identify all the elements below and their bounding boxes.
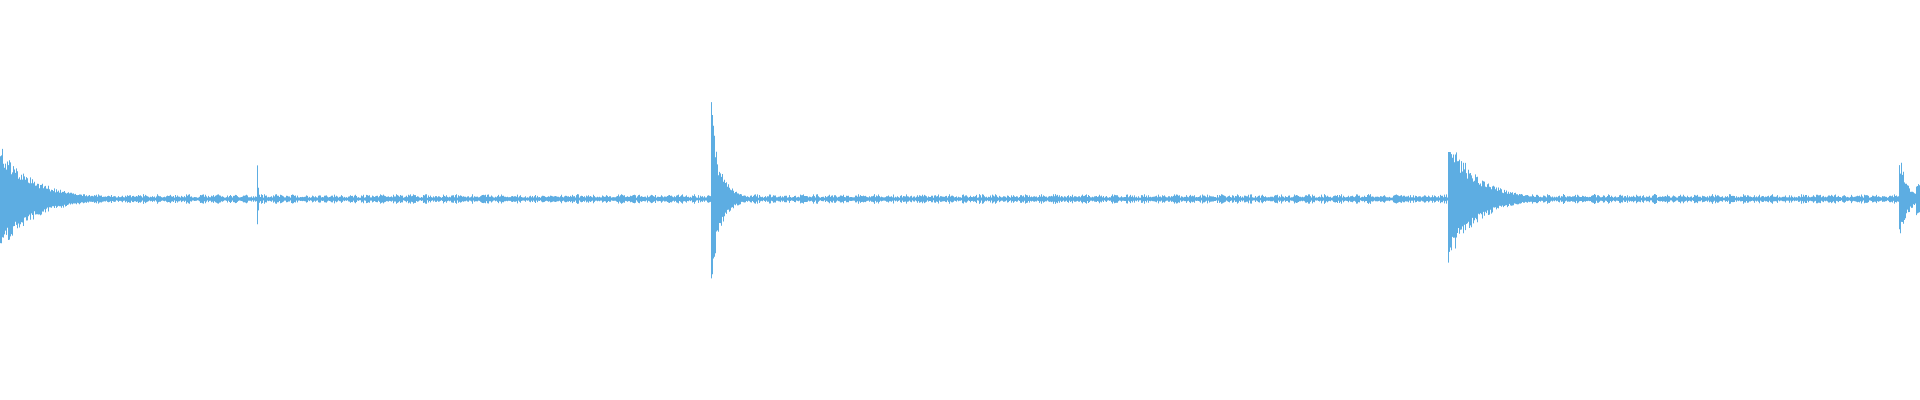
waveform-signal — [0, 102, 1920, 279]
